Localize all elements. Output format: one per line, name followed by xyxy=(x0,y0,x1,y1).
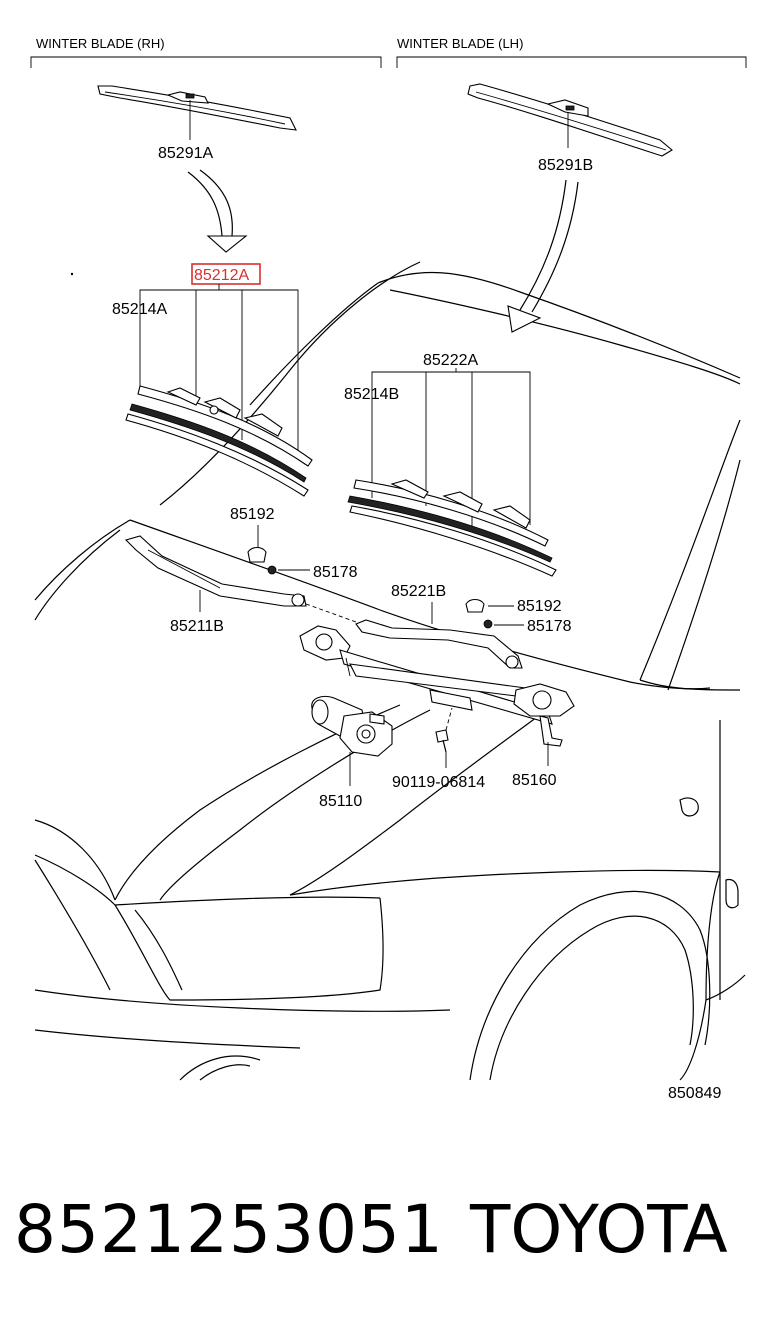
label-85211B: 85211B xyxy=(170,618,224,635)
bracket-lh xyxy=(396,56,747,68)
wiper-blade-rh-drawing xyxy=(125,385,313,497)
bolt-90119-06814-drawing xyxy=(435,729,449,753)
footer-part-number: 8521253051 xyxy=(14,1191,444,1268)
label-90119-06814: 90119-06814 xyxy=(392,774,485,791)
label-85222A: 85222A xyxy=(423,352,478,369)
wiper-motor-85110-drawing xyxy=(311,695,393,757)
label-85291A: 85291A xyxy=(158,145,213,162)
bracket-rh xyxy=(30,56,382,68)
nut-85178-rh xyxy=(267,565,277,575)
label-85178-rh: 85178 xyxy=(313,564,358,581)
wiper-arm-85211B-drawing xyxy=(124,535,307,607)
wiper-link-85160-drawing xyxy=(299,625,575,747)
label-85214A: 85214A xyxy=(112,301,167,318)
label-85291B: 85291B xyxy=(538,157,593,174)
label-85178-lh: 85178 xyxy=(527,618,572,635)
label-85192-lh: 85192 xyxy=(517,598,562,615)
arrow-lh-to-blade xyxy=(507,179,579,333)
highlight-box-85212A xyxy=(191,263,261,285)
label-85160: 85160 xyxy=(512,772,557,789)
label-85192-rh: 85192 xyxy=(230,506,275,523)
label-85110: 85110 xyxy=(319,793,362,810)
wiper-arm-85221B-drawing xyxy=(355,619,523,669)
exploded-view-drawing: WINTER BLADE (RH) WINTER BLADE (LH) xyxy=(30,36,747,1102)
header-winter-blade-rh: WINTER BLADE (RH) xyxy=(36,36,165,51)
header-winter-blade-lh: WINTER BLADE (LH) xyxy=(397,36,523,51)
label-85221B: 85221B xyxy=(391,583,446,600)
leader-85222A xyxy=(371,371,531,525)
cap-85192-lh xyxy=(465,598,485,613)
cap-85192-rh xyxy=(247,546,267,563)
nut-85178-lh xyxy=(483,619,493,629)
winter-blade-rh-drawing xyxy=(97,85,297,131)
label-85214B: 85214B xyxy=(344,386,399,403)
wiper-blade-lh-drawing xyxy=(347,479,557,577)
arrow-rh-to-blade xyxy=(187,169,248,253)
footer: 8521253051 TOYOTA xyxy=(0,1180,760,1290)
diagram-id: 850849 xyxy=(668,1085,721,1100)
footer-brand: TOYOTA xyxy=(470,1191,728,1268)
label-85212A: 85212A xyxy=(194,267,249,284)
winter-blade-lh-drawing xyxy=(467,83,673,157)
